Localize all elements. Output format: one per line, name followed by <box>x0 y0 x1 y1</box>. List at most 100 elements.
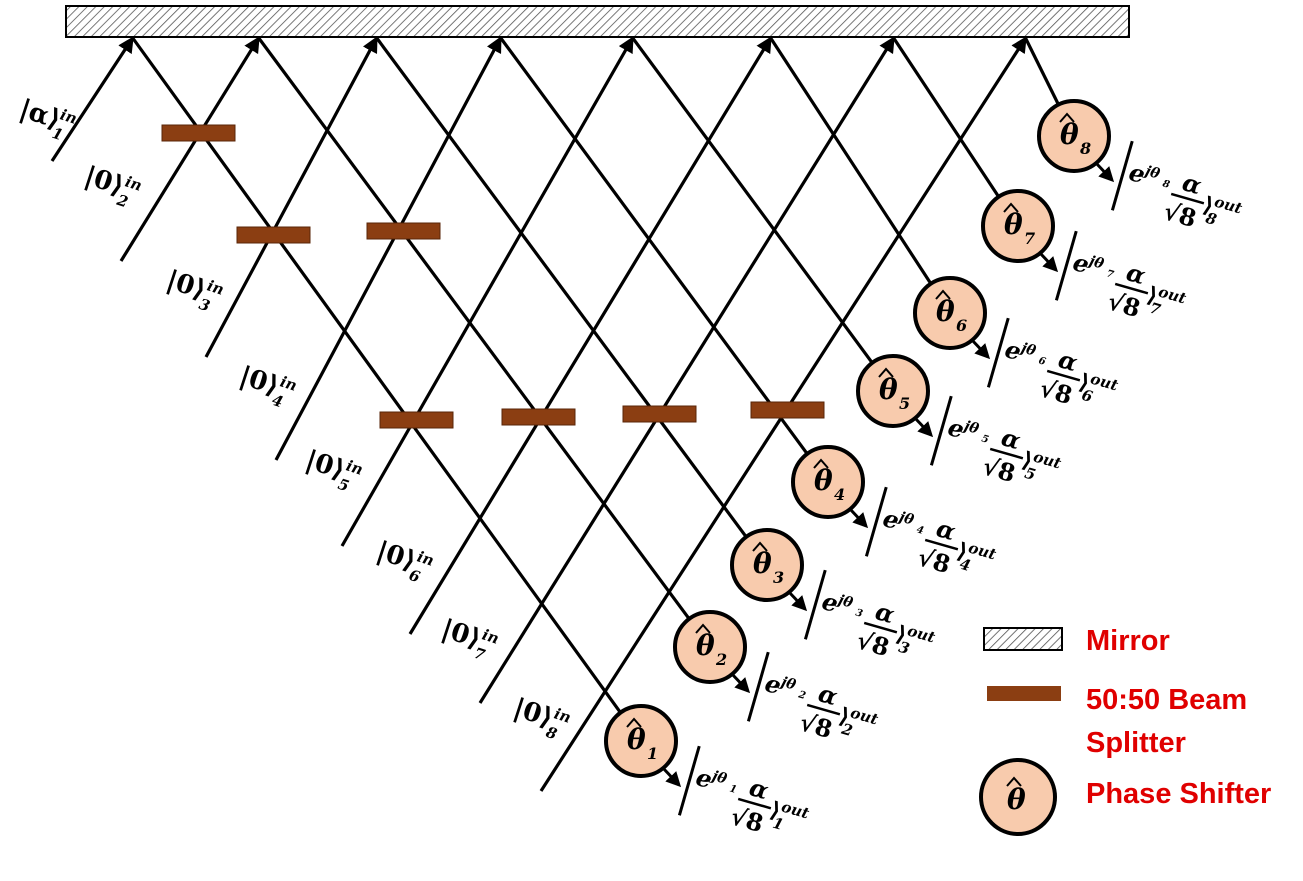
output-exponent-index: 4 <box>915 524 925 537</box>
output-exponent-index: 7 <box>1105 268 1115 281</box>
beam-lines <box>50 36 1060 792</box>
output-exponent: jθ <box>1084 252 1106 272</box>
output-arrow <box>1038 251 1059 273</box>
reflected-beam <box>256 36 690 620</box>
output-fraction-bar <box>1170 192 1205 205</box>
input-label: |0⟩5in <box>302 445 365 495</box>
output-ket-bar <box>929 395 953 466</box>
output-exponent-index: 6 <box>1037 355 1047 368</box>
legend-phase-label: Phase Shifter <box>1086 778 1271 810</box>
legend-splitter-swatch <box>987 686 1061 701</box>
phase-shifter <box>981 189 1055 263</box>
output-subscript: 5 <box>1023 464 1038 484</box>
output-denominator: √8 <box>1104 286 1143 323</box>
phase-shifter <box>856 354 930 428</box>
output-fraction-bar <box>863 621 898 634</box>
beam-splitters <box>161 124 825 429</box>
output-subscript: 3 <box>897 638 912 658</box>
output-exponent: jθ <box>894 508 916 528</box>
beam-splitter <box>366 222 441 240</box>
output-denominator: √8 <box>979 451 1018 488</box>
legend-mirror-label: Mirror <box>1086 625 1170 657</box>
input-label: |0⟩3in <box>163 265 226 315</box>
phase-subscript: 6 <box>956 316 967 335</box>
output-numerator: α <box>1055 344 1081 377</box>
legend-splitter-label-1: 50:50 Beam <box>1086 684 1247 716</box>
reflected-beam <box>498 36 808 454</box>
output-arrow <box>661 766 682 788</box>
output-fraction-bar <box>989 447 1024 460</box>
output-numerator: α <box>815 678 841 711</box>
phase-subscript: 2 <box>715 650 727 669</box>
phase-shifter <box>791 445 865 519</box>
output-ket-bar <box>746 651 770 722</box>
output-exponent-index: 3 <box>854 607 864 620</box>
output-numerator: α <box>998 422 1024 455</box>
phase-symbol: θ <box>696 629 715 662</box>
beam-splitter <box>501 408 576 426</box>
input-label: |0⟩7in <box>438 614 501 664</box>
phase-hat <box>813 458 829 469</box>
legend: Mirror 50:50 Beam Splitter θ Phase Shift… <box>979 625 1271 836</box>
legend-splitter-label-2: Splitter <box>1086 727 1186 759</box>
phase-hat <box>752 541 768 552</box>
output-numerator: α <box>1123 257 1149 290</box>
beam-splitter <box>379 411 454 429</box>
phase-hat <box>1059 112 1075 123</box>
incoming-beam <box>408 36 772 635</box>
output-exponent: jθ <box>1016 339 1038 359</box>
output-arrow <box>970 338 991 360</box>
incoming-beam <box>340 36 634 547</box>
input-label: |0⟩2in <box>81 161 144 211</box>
output-denominator: √8 <box>1036 373 1075 410</box>
output-exponent-index: 1 <box>728 783 738 795</box>
phase-hat <box>935 289 951 300</box>
output-fraction-bar <box>1046 369 1081 382</box>
phase-hat <box>626 717 642 728</box>
phase-hat <box>878 367 894 378</box>
output-exponent-index: 5 <box>980 433 990 446</box>
reflected-beam <box>130 36 622 713</box>
legend-phase-hat <box>1006 776 1022 787</box>
output-arrow <box>1094 161 1115 183</box>
phase-shifter <box>913 276 987 350</box>
output-subscript: 2 <box>839 720 855 740</box>
beam-splitter <box>622 405 697 423</box>
phase-subscript: 5 <box>899 394 910 413</box>
output-exponent: jθ <box>707 767 729 787</box>
phase-symbol: θ <box>753 547 772 580</box>
incoming-beam <box>119 36 260 262</box>
output-arrow <box>913 416 934 438</box>
output-subscript: 4 <box>958 555 973 575</box>
phase-symbol: θ <box>1060 118 1079 151</box>
mirror <box>65 5 1130 38</box>
incoming-beam <box>478 36 895 704</box>
input-label: |0⟩8in <box>510 693 573 743</box>
output-denominator: √8 <box>853 625 892 662</box>
output-exponent: jθ <box>1140 162 1162 182</box>
output-denominator: √8 <box>1160 196 1199 233</box>
reflected-beam <box>1023 36 1060 105</box>
output-fraction-bar <box>737 797 772 810</box>
reflected-beam <box>374 36 747 538</box>
incoming-beam <box>50 36 134 162</box>
input-superscript: in <box>278 373 299 395</box>
beam-splitter <box>161 124 236 142</box>
phase-hat <box>1003 202 1019 213</box>
phase-symbol: θ <box>814 464 833 497</box>
output-arrow <box>848 507 869 529</box>
phase-symbol: θ <box>936 295 955 328</box>
phase-shifter <box>604 704 678 778</box>
output-fraction-bar <box>806 703 841 716</box>
beam-splitter <box>236 226 311 244</box>
phase-subscript: 8 <box>1079 139 1091 158</box>
phase-subscript: 4 <box>834 485 845 504</box>
